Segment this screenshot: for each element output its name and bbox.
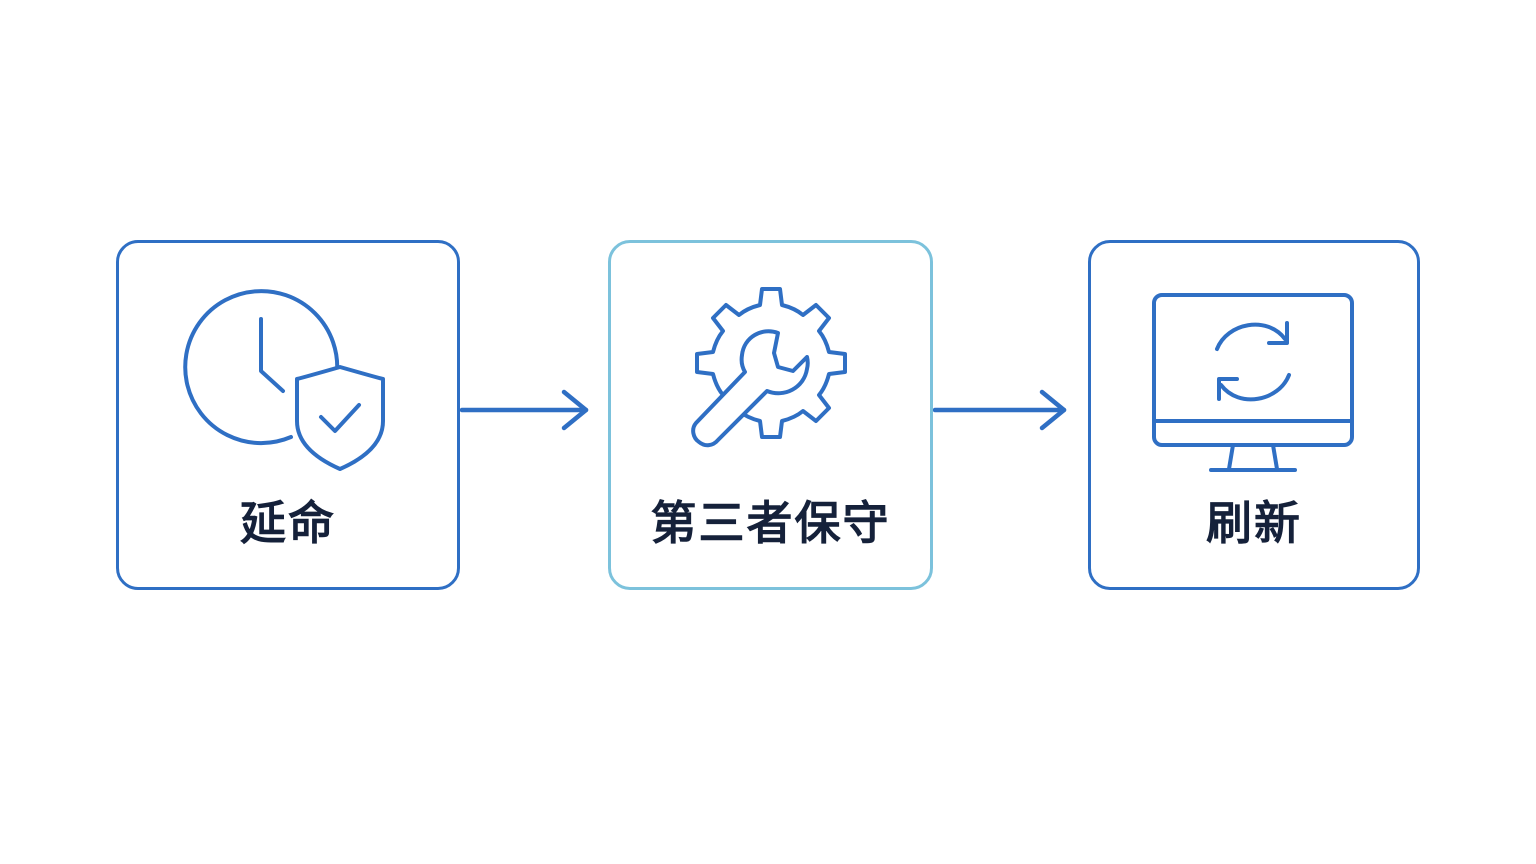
step-card-extension: 延命: [116, 240, 460, 590]
clock-shield-check-icon: [183, 283, 393, 473]
arrow-right-icon: [933, 388, 1072, 432]
step-label: 延命: [240, 496, 336, 550]
arrow-right-icon: [460, 388, 594, 432]
step-card-third-party-maintenance: 第三者保守: [608, 240, 933, 590]
gear-wrench-icon: [666, 283, 876, 473]
step-label: 刷新: [1206, 496, 1302, 550]
step-label: 第三者保守: [650, 496, 891, 550]
monitor-refresh-icon: [1149, 283, 1359, 473]
step-card-refresh: 刷新: [1088, 240, 1420, 590]
